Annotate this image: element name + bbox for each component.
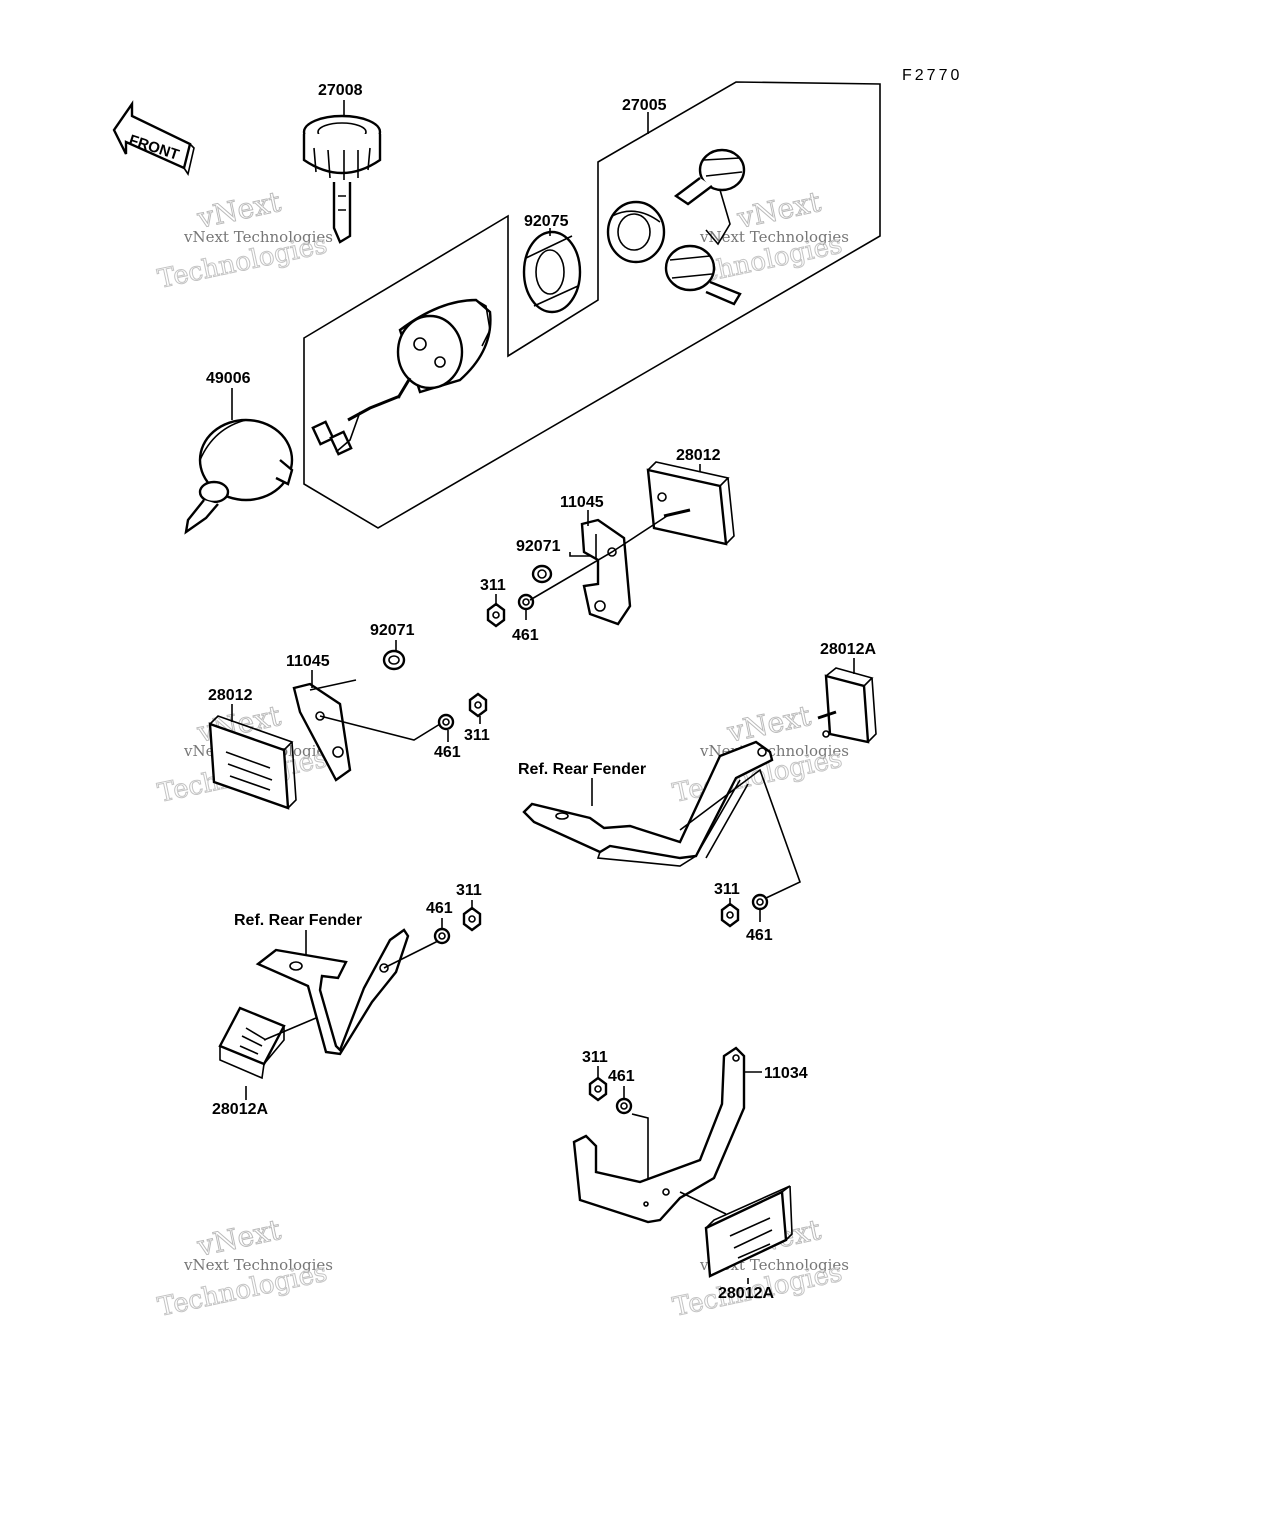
nut-92071-top (531, 564, 553, 584)
bracket-11045-top (580, 518, 632, 626)
label-311-mid: 311 (464, 727, 490, 744)
label-461-mid: 461 (434, 744, 461, 761)
svg-text:vNext Technologies: vNext Technologies (183, 1256, 333, 1274)
leader-top-hardware (529, 513, 671, 601)
svg-text:vNext Technologies: vNext Technologies (699, 228, 849, 246)
ignition-switch-body (311, 298, 492, 456)
nut-311-mid (468, 692, 488, 718)
label-92075: 92075 (524, 213, 569, 230)
bracket-11034 (572, 1046, 746, 1224)
reflector-28012A-bottom (704, 1185, 793, 1278)
label-28012-top: 28012 (676, 447, 721, 464)
reflector-28012A-left (218, 1006, 317, 1080)
label-27005: 27005 (622, 97, 667, 114)
label-11045-top: 11045 (560, 494, 604, 511)
washer-461-right (751, 893, 769, 911)
label-28012-mid: 28012 (208, 687, 253, 704)
reflector-28012A-right (817, 667, 877, 744)
nut-311-right (720, 902, 740, 928)
nut-311-left (462, 906, 482, 932)
label-49006: 49006 (206, 370, 251, 387)
watermark-bottom-left: vNext vNext Technologies Technologies (155, 1212, 333, 1323)
nut-311-bottom (588, 1076, 608, 1102)
rear-fender-stay-left (255, 928, 445, 1056)
watermark-top-left: vNext vNext Technologies Technologies (155, 184, 333, 295)
leader-bottom-hardware (631, 1113, 649, 1180)
label-461-right: 461 (746, 927, 773, 944)
leader-lines (231, 100, 855, 1284)
label-461-left: 461 (426, 900, 453, 917)
front-arrow-icon: FRONT (112, 100, 195, 176)
washer-461-bottom (615, 1097, 633, 1115)
label-461-bottom: 461 (608, 1068, 635, 1085)
svg-text:vNext Technologies: vNext Technologies (183, 228, 333, 246)
reflector-28012-top (646, 461, 735, 546)
label-311-bottom: 311 (582, 1049, 608, 1066)
nut-92071-mid (382, 649, 406, 671)
label-28012A-bottom: 28012A (718, 1285, 774, 1302)
label-ref-rear-fender-right: Ref. Rear Fender (518, 761, 646, 778)
washer-461-left (433, 927, 451, 945)
seal-ring-92075 (522, 230, 582, 314)
label-311-top: 311 (480, 577, 506, 594)
part-labels: 27008 27005 92075 49006 28012 11045 9207… (206, 82, 876, 1302)
washer-461-top (517, 593, 535, 611)
label-27008: 27008 (318, 82, 363, 99)
label-28012A-right: 28012A (820, 641, 876, 658)
lock-cap-set-27005 (606, 148, 746, 306)
label-11045-mid: 11045 (286, 653, 330, 670)
label-11034: 11034 (764, 1065, 808, 1082)
washer-461-mid (437, 713, 455, 731)
label-28012A-left: 28012A (212, 1101, 268, 1118)
diagram-code: F2770 (902, 67, 962, 84)
nut-311-top (486, 602, 506, 628)
ignition-switch-kit-outline (303, 81, 881, 529)
label-311-right: 311 (714, 881, 740, 898)
label-ref-rear-fender-left: Ref. Rear Fender (234, 912, 362, 929)
horn-49006 (184, 418, 294, 535)
rear-fender-stay-right (522, 740, 801, 899)
label-311-left: 311 (456, 882, 482, 899)
key-27008 (302, 114, 382, 244)
label-461-top: 461 (512, 627, 539, 644)
bracket-11045-mid (292, 679, 441, 782)
label-92071-top: 92071 (516, 538, 561, 555)
label-92071-mid: 92071 (370, 622, 415, 639)
reflector-28012-mid (208, 715, 297, 810)
